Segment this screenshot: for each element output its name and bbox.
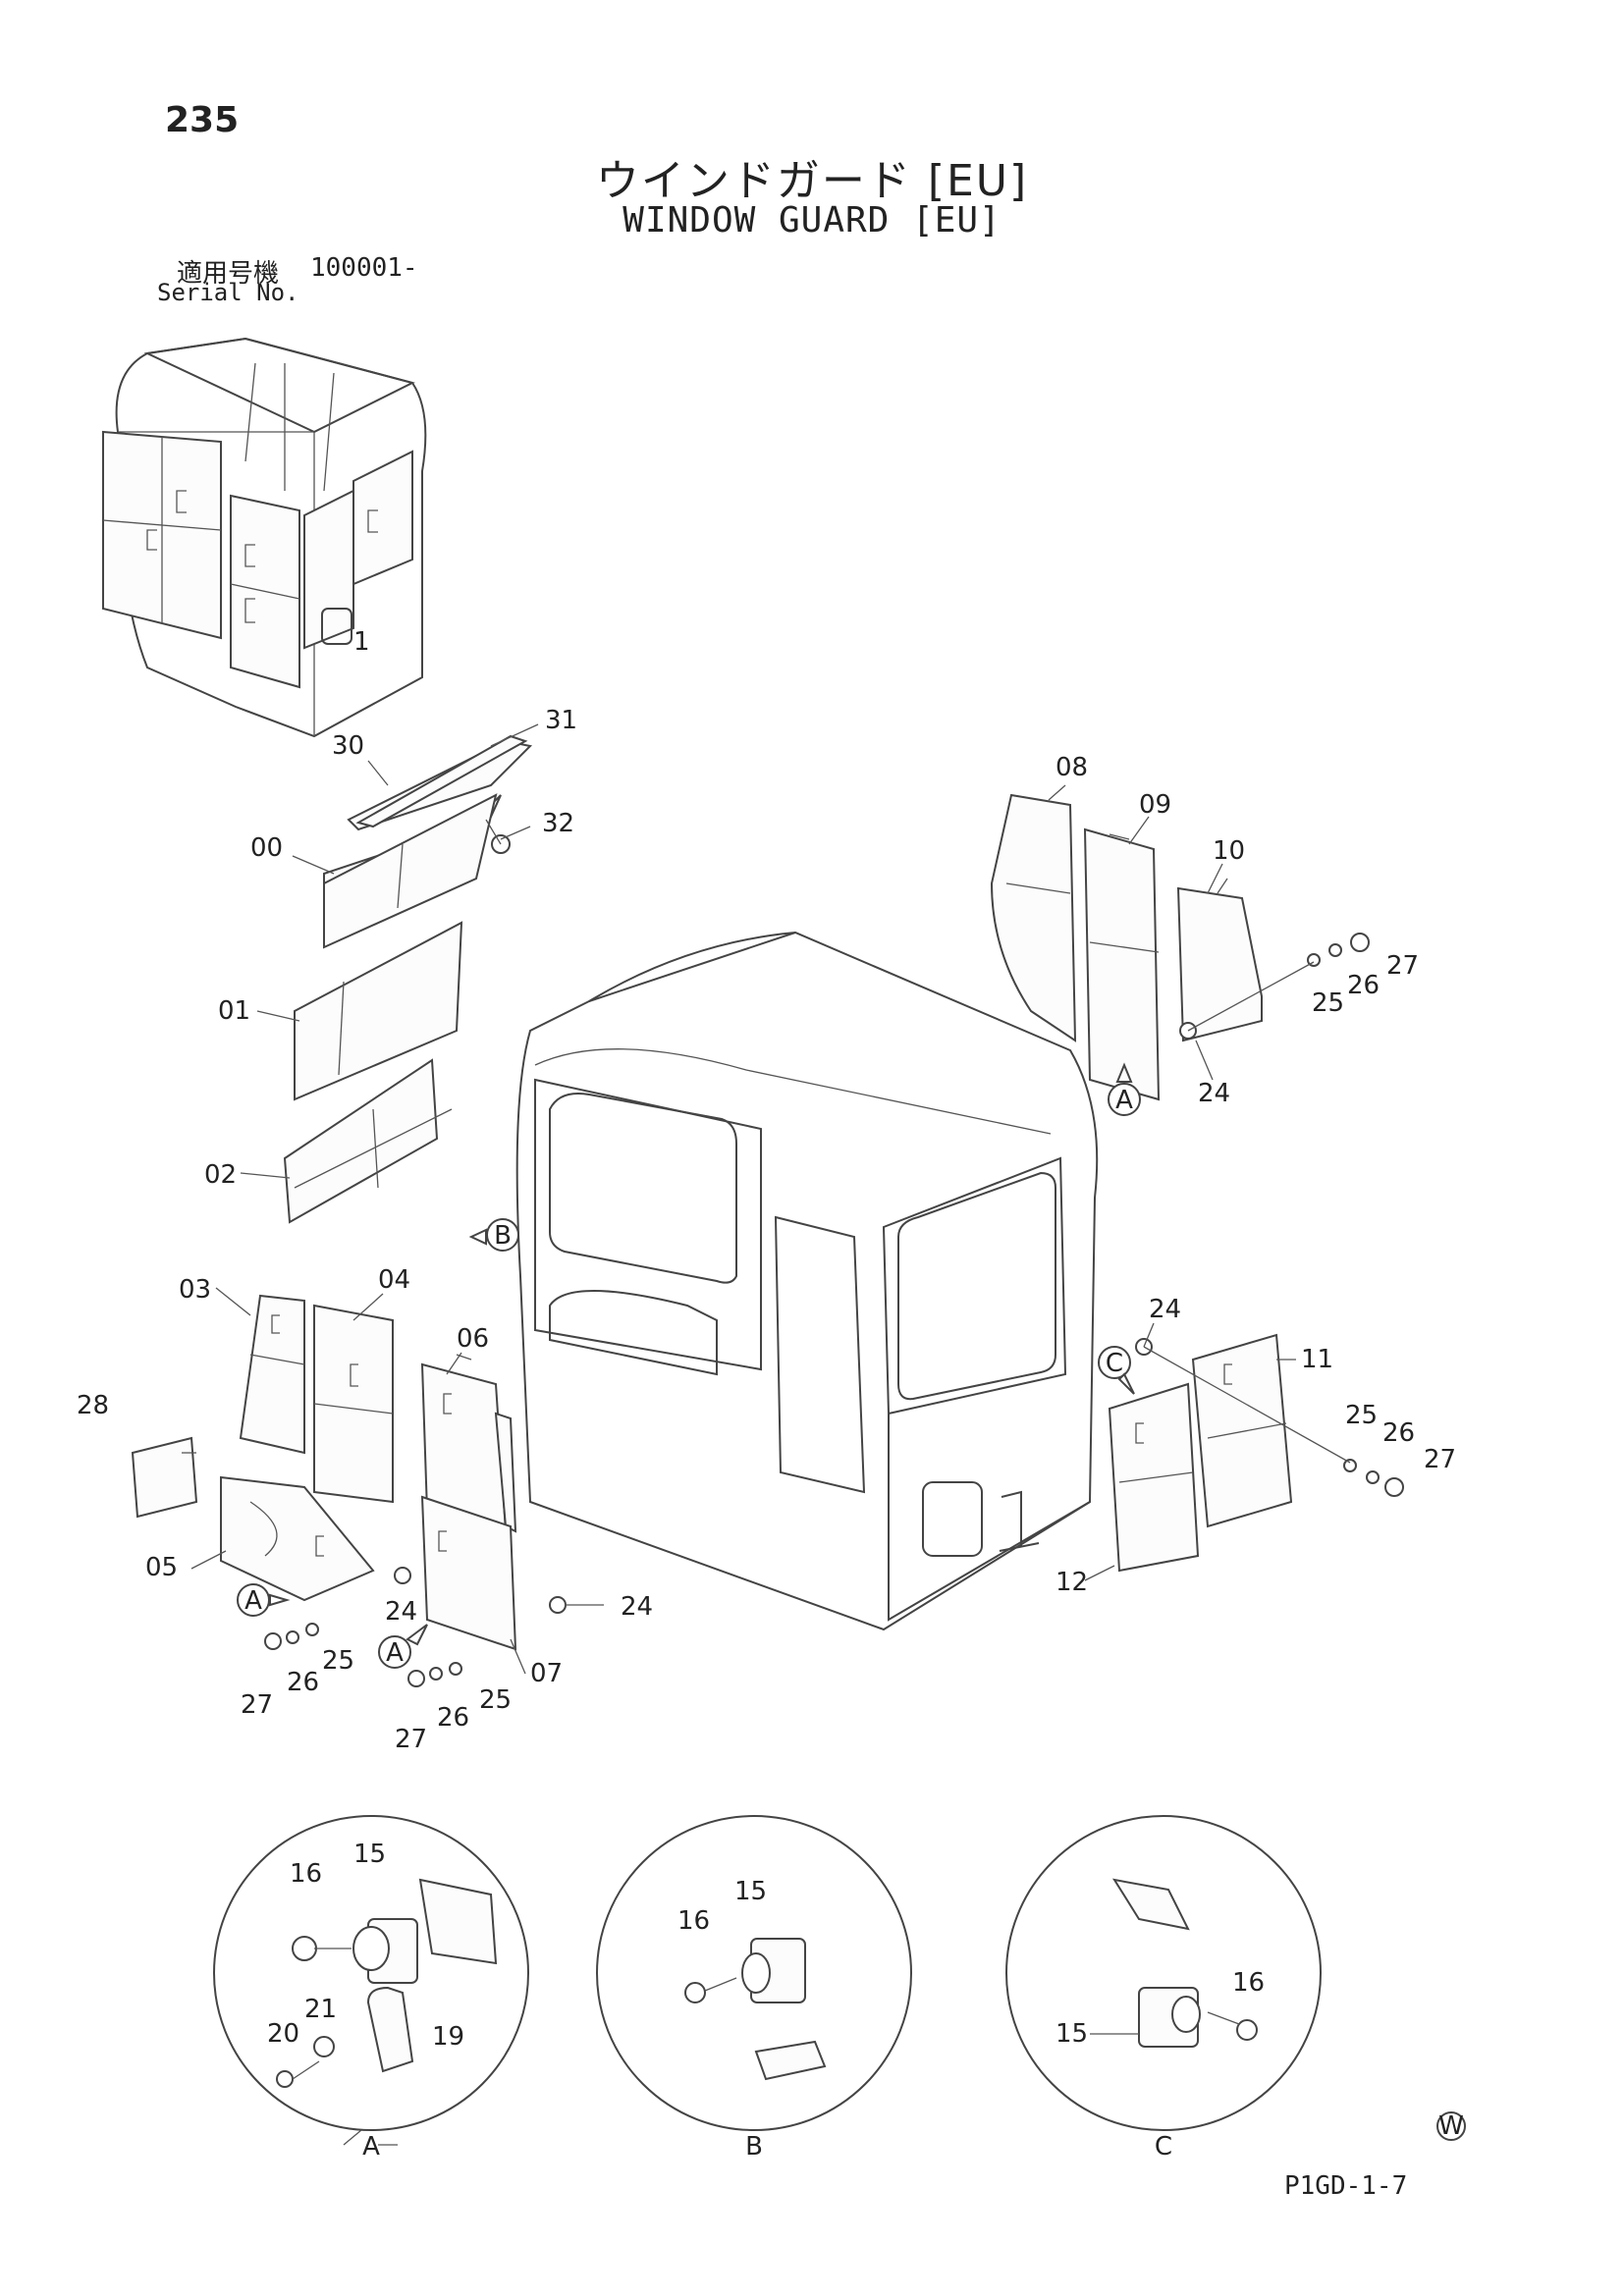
title-english: WINDOW GUARD [EU] <box>623 200 1001 240</box>
callout-25-rear: 25 <box>1312 988 1344 1018</box>
panel-05 <box>220 1475 375 1602</box>
detail-ref-c: C <box>1098 1346 1135 1395</box>
detail-ref-b: B <box>468 1218 519 1252</box>
page-code: P1GD-1-7 <box>1284 2171 1408 2201</box>
panel-30-31 <box>347 734 533 831</box>
panel-02 <box>283 1058 453 1224</box>
panel-12 <box>1108 1382 1200 1573</box>
callout-07: 07 <box>530 1659 563 1688</box>
panel-11 <box>1191 1333 1293 1528</box>
callout-25-mid: 25 <box>479 1685 512 1715</box>
callout-24-front: 24 <box>1149 1295 1181 1324</box>
callout-12: 12 <box>1056 1568 1088 1597</box>
detail-ref-b-label: B <box>494 1221 512 1251</box>
title-japanese: ウインドガード [EU] <box>595 156 1029 206</box>
detail-c-callout-15: 15 <box>1056 2019 1088 2049</box>
detail-a-callout-20: 20 <box>267 2019 299 2049</box>
w-mark: W <box>1436 2111 1466 2141</box>
detail-ref-a-left-label: A <box>244 1586 262 1616</box>
callout-08: 08 <box>1056 753 1088 782</box>
callout-24-left: 24 <box>385 1597 417 1627</box>
panel-03 <box>239 1294 305 1455</box>
serial-number-range: 100001- <box>310 253 418 283</box>
detail-a-callout-15: 15 <box>353 1840 386 1869</box>
callout-26-left: 26 <box>287 1668 319 1697</box>
panel-10 <box>1176 878 1263 1042</box>
callout-10: 10 <box>1213 836 1245 866</box>
bolt-32 <box>485 819 511 854</box>
callout-11: 11 <box>1301 1345 1333 1374</box>
detail-b-callout-16: 16 <box>677 1906 710 1936</box>
panel-00 <box>323 793 502 949</box>
detail-ref-a-left: A <box>237 1583 291 1617</box>
panel-08 <box>990 793 1077 1042</box>
panel-07 <box>420 1495 517 1651</box>
detail-ref-c-label: C <box>1106 1349 1123 1378</box>
callout-01: 01 <box>218 996 250 1026</box>
main-cab-body <box>515 931 1099 1631</box>
detail-ref-a-right-label: A <box>1115 1086 1133 1115</box>
detail-ref-a-right: A <box>1108 1062 1141 1116</box>
detail-a-callout-16: 16 <box>290 1859 322 1889</box>
serial-label-english: Serial No. <box>157 279 299 306</box>
callout-02: 02 <box>204 1160 237 1190</box>
detail-b: 15 16 B <box>596 1815 912 2162</box>
callout-31: 31 <box>545 706 577 735</box>
callout-25-left: 25 <box>322 1646 354 1676</box>
callout-30: 30 <box>332 731 364 761</box>
callout-04: 04 <box>378 1265 410 1295</box>
detail-c-label: C <box>1155 2132 1172 2162</box>
callout-labels: 30 31 32 00 01 02 03 04 05 06 07 08 09 1… <box>77 706 1456 1754</box>
w-mark-label: W <box>1438 2111 1464 2141</box>
detail-ref-a-mid: A <box>378 1624 428 1669</box>
callout-24-rear: 24 <box>1198 1079 1230 1108</box>
detail-ref-a-mid-label: A <box>386 1638 404 1668</box>
panel-09 <box>1083 828 1161 1101</box>
panel-01 <box>294 921 463 1101</box>
detail-c: 16 15 C <box>1005 1815 1322 2162</box>
panel-06 <box>420 1354 517 1533</box>
callout-05: 05 <box>145 1553 178 1582</box>
callout-27-left: 27 <box>241 1690 273 1720</box>
svg-text:1: 1 <box>353 627 370 657</box>
callout-27-rear: 27 <box>1386 951 1419 981</box>
callout-26-mid: 26 <box>437 1703 469 1733</box>
callout-06: 06 <box>457 1324 489 1354</box>
callout-24-mid: 24 <box>621 1592 653 1622</box>
left-hardware <box>264 1567 567 1687</box>
assembled-cab-overview: 1 <box>102 337 427 738</box>
callout-28: 28 <box>77 1391 109 1420</box>
callout-25-front: 25 <box>1345 1401 1378 1430</box>
callout-03: 03 <box>179 1275 211 1305</box>
leader-lines <box>182 723 1351 1675</box>
panel-04 <box>313 1304 394 1504</box>
serial-label-japanese: 適用号機 <box>177 259 280 289</box>
callout-32: 32 <box>542 809 574 838</box>
detail-a-callout-21: 21 <box>304 1995 337 2024</box>
callout-27-front: 27 <box>1424 1445 1456 1474</box>
decal-28 <box>131 1436 198 1519</box>
callout-27-mid: 27 <box>395 1725 427 1754</box>
page-number: 235 <box>165 100 240 140</box>
detail-a-label: A <box>362 2132 380 2162</box>
detail-a: 15 16 19 20 21 A <box>213 1815 529 2162</box>
callout-09: 09 <box>1139 790 1171 820</box>
callout-26-rear: 26 <box>1347 971 1380 1000</box>
callout-00: 00 <box>250 833 283 863</box>
detail-a-callout-19: 19 <box>432 2022 464 2052</box>
detail-b-callout-15: 15 <box>734 1877 767 1906</box>
detail-c-callout-16: 16 <box>1232 1968 1265 1998</box>
callout-26-front: 26 <box>1382 1418 1415 1448</box>
detail-b-label: B <box>745 2132 763 2162</box>
